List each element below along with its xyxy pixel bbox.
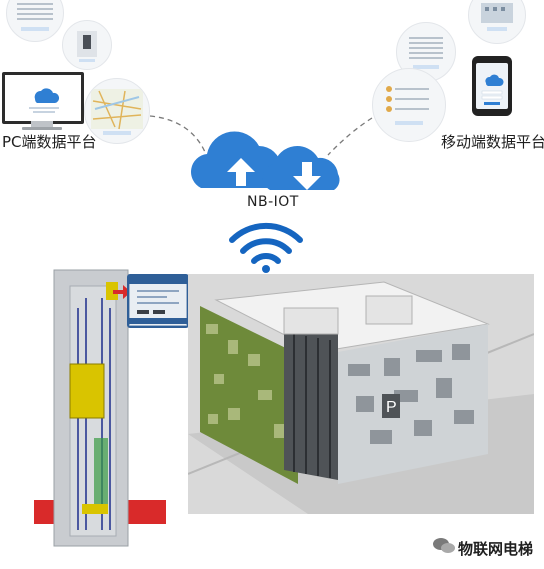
nbiot-label: NB-IOT	[247, 194, 299, 210]
cloud-upload-icon	[191, 131, 285, 188]
machine-box	[106, 282, 118, 300]
building-rendering: P	[188, 274, 534, 514]
mobile-platform-label: 移动端数据平台	[441, 133, 544, 151]
list-icon	[409, 37, 443, 69]
thumbnail-data-table-left	[6, 0, 64, 42]
cloud-download-icon	[262, 146, 340, 190]
svg-text:P: P	[386, 399, 397, 416]
thumbnail-status-list	[372, 68, 446, 142]
watermark-label: 物联网电梯	[458, 540, 534, 558]
buffer	[82, 504, 108, 514]
thumbnail-building-lock	[62, 20, 112, 70]
shaft-base-right	[126, 500, 166, 524]
nbiot-converter-device	[127, 274, 189, 328]
p-sign	[382, 394, 400, 418]
monitor-neck	[31, 121, 53, 127]
thumbnail-map	[84, 78, 150, 144]
status-list-icon	[386, 86, 429, 125]
table-icon	[17, 3, 53, 31]
monitor-foot	[22, 127, 62, 130]
elevator-shaft	[34, 269, 166, 547]
green-facade	[200, 306, 298, 484]
cloud-logo-icon	[481, 74, 504, 105]
arrow-icon	[113, 285, 131, 299]
roof-unit	[365, 295, 413, 325]
building-icon	[77, 31, 97, 62]
counterweight	[94, 438, 108, 508]
map-icon	[91, 89, 143, 135]
pc-platform-label: PC端数据平台	[2, 133, 97, 151]
device-icon	[129, 276, 187, 324]
wechat-icon	[433, 538, 455, 553]
elevator-cabin	[69, 363, 105, 419]
wifi-signal-icon	[229, 222, 303, 273]
phone-screen	[476, 63, 508, 109]
cloud-logo-icon	[5, 75, 81, 121]
dashed-line-right	[327, 117, 373, 156]
mobile-phone	[472, 56, 512, 116]
roof-unit	[283, 307, 339, 335]
dark-tower	[284, 324, 338, 480]
building-icon	[481, 3, 513, 31]
